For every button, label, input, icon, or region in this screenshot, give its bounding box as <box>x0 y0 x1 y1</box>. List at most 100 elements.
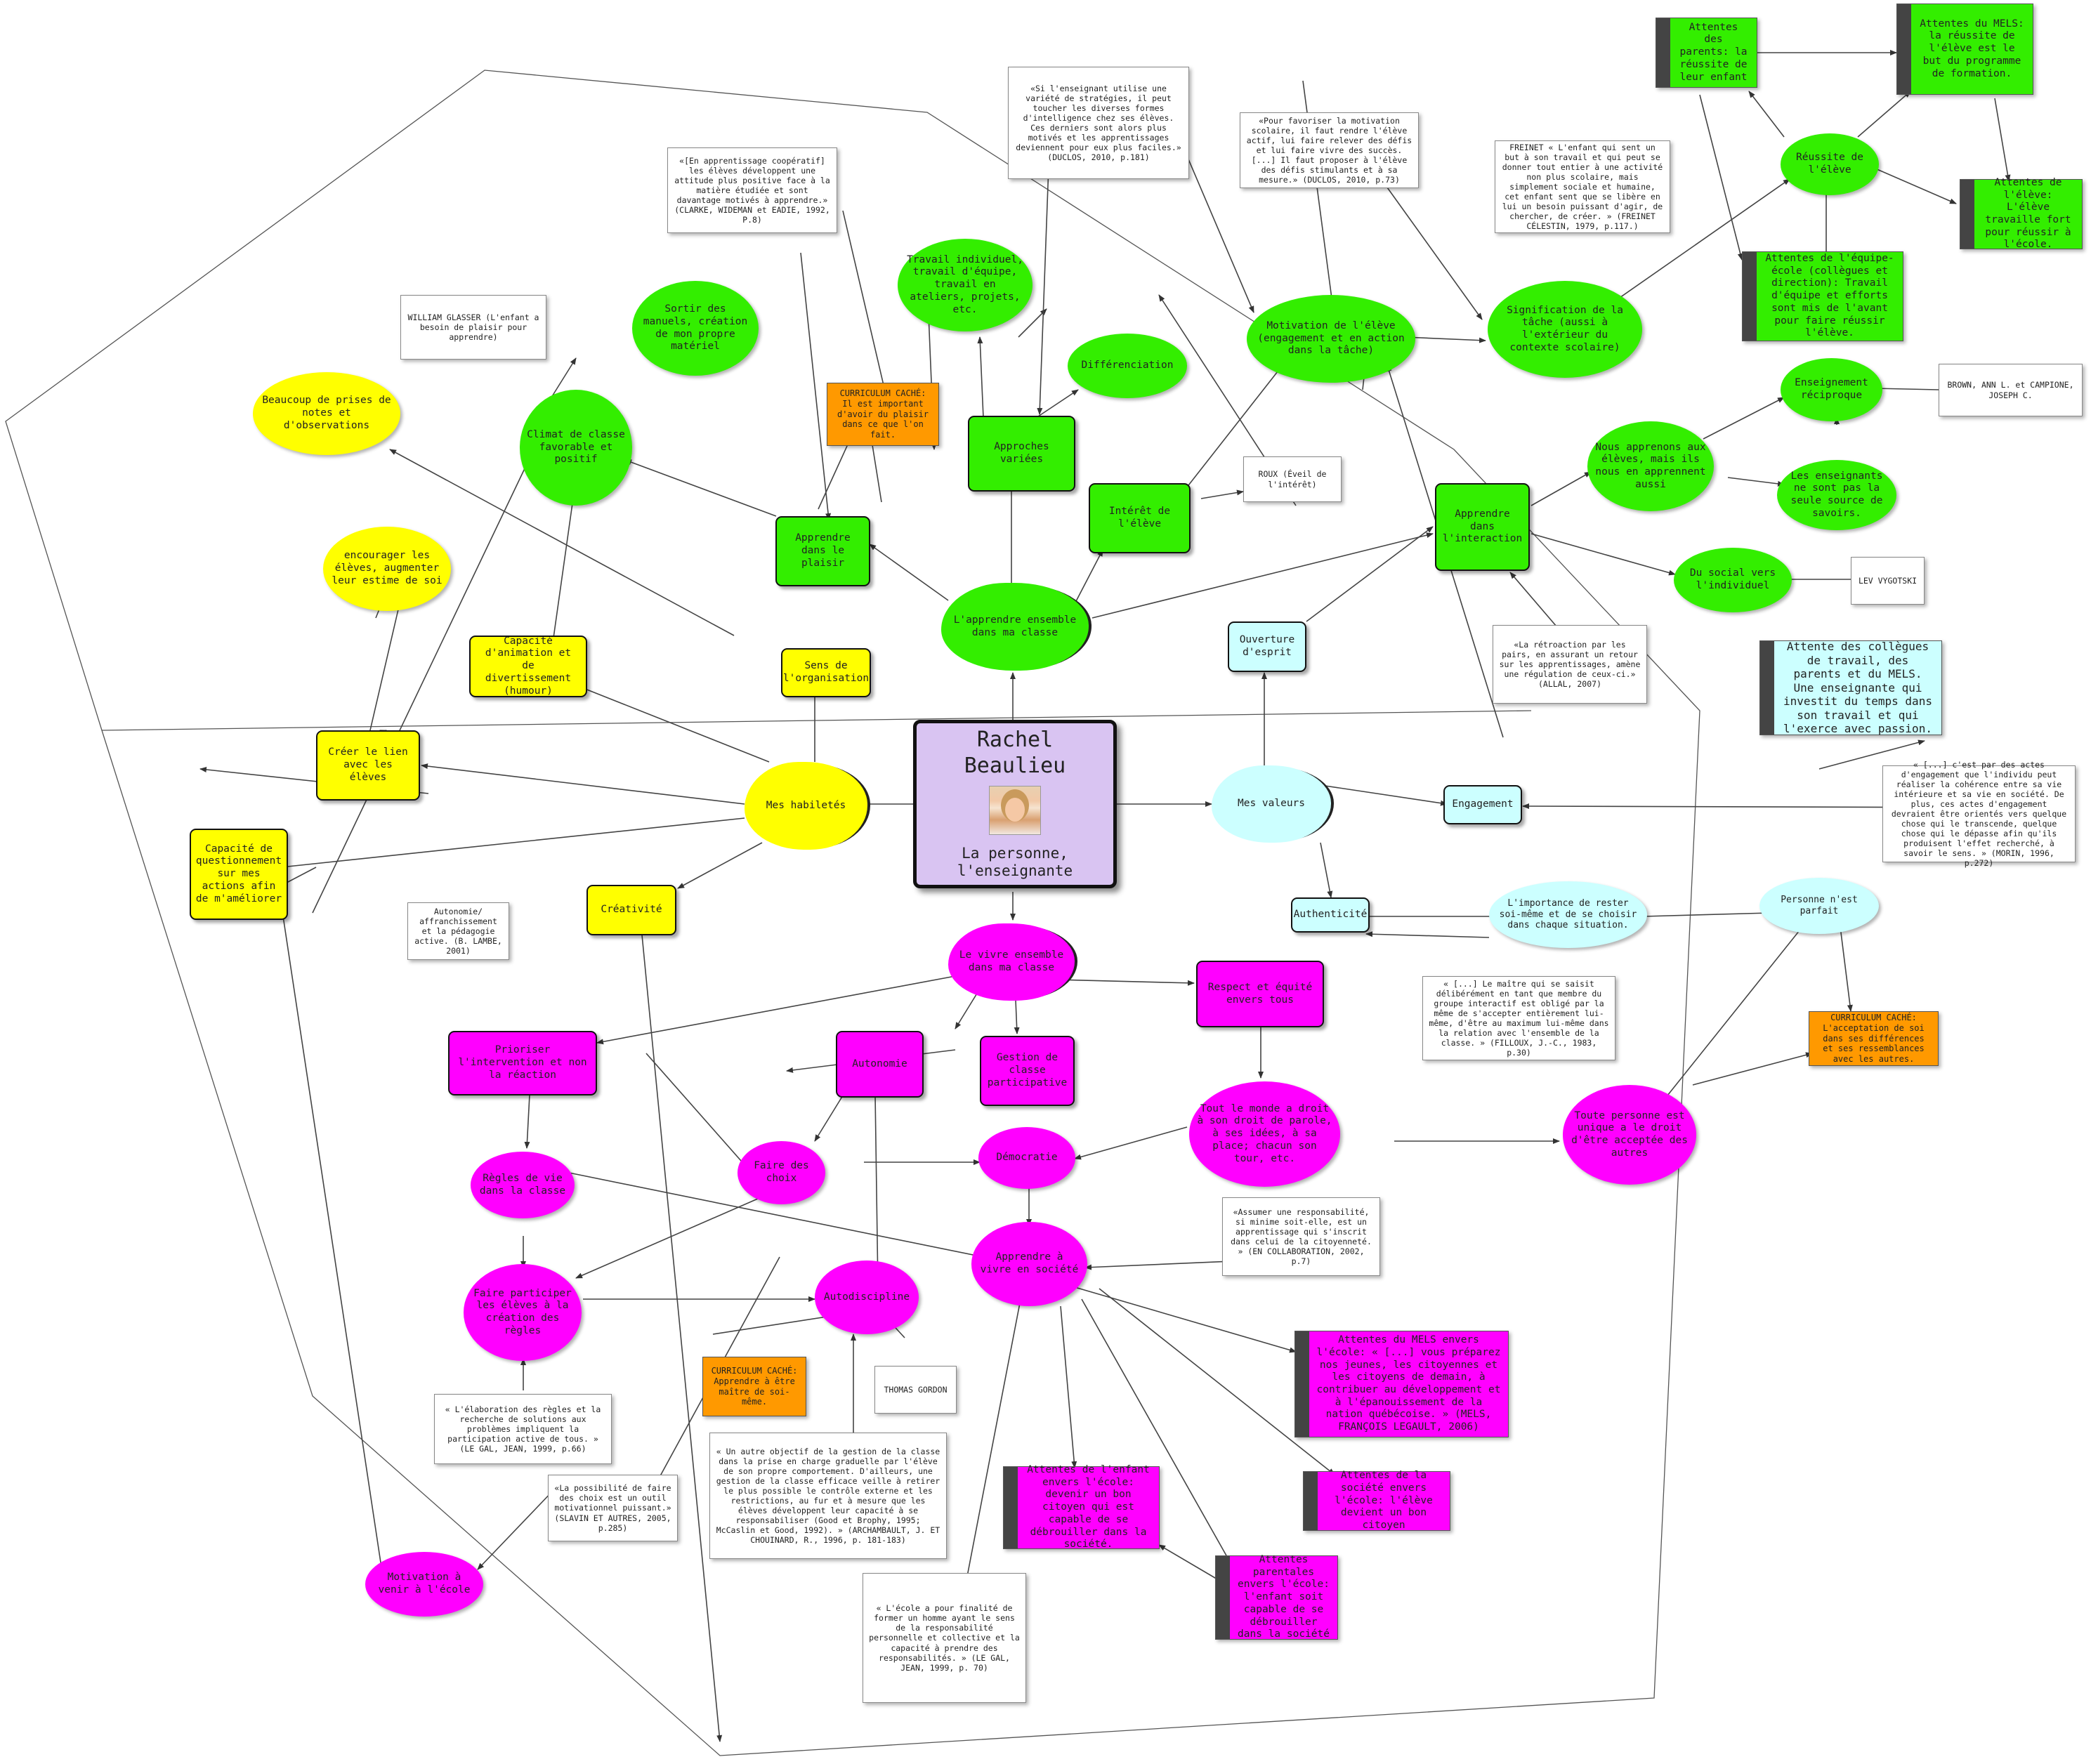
connector-line <box>677 842 763 889</box>
node-capacite-questionnement[interactable]: Capacité de questionnement sur mes actio… <box>190 829 288 920</box>
connector-line <box>1158 1544 1219 1581</box>
connector-line <box>1081 1298 1237 1574</box>
node-personne-unique[interactable]: Toute personne est unique a le droit d'ê… <box>1563 1085 1696 1185</box>
node-nous-apprenons[interactable]: Nous apprenons aux élèves, mais ils nous… <box>1587 421 1714 511</box>
node-faire-participer[interactable]: Faire participer les élèves à la créatio… <box>464 1264 582 1361</box>
cloud-mes-valeurs[interactable]: Mes valeurs <box>1212 765 1331 843</box>
note-brown-campione[interactable]: BROWN, ANN L. et CAMPIONE, JOSEPH C. <box>1939 364 2083 416</box>
cloud-vivre-ensemble[interactable]: Le vivre ensemble dans ma classe <box>948 923 1075 1001</box>
node-creativite[interactable]: Créativité <box>586 885 676 935</box>
central-subtitle: La personne, l'enseignante <box>957 844 1073 880</box>
connector-line <box>1306 782 1448 806</box>
node-prioriser-intervention[interactable]: Prioriser l'intervention et non la réact… <box>448 1031 597 1095</box>
node-travail-individuel[interactable]: Travail individuel, travail d'équipe, tr… <box>898 239 1033 331</box>
note-strategies-duclos[interactable]: «Si l'enseignant utilise une variété de … <box>1008 67 1189 179</box>
node-motivation-eleve[interactable]: Motivation de l'élève (engagement et en … <box>1247 295 1415 383</box>
node-encourager-eleves[interactable]: encourager les élèves, augmenter leur es… <box>323 527 451 611</box>
node-attentes-enfant[interactable]: Attentes de l'enfant envers l'école: dev… <box>1003 1464 1160 1550</box>
node-approches-variees[interactable]: Approches variées <box>968 416 1075 492</box>
node-interet-eleve[interactable]: Intérêt de l'élève <box>1089 483 1191 553</box>
connector-line <box>1404 336 1486 343</box>
note-actes-engagement[interactable]: « [...] c'est par des actes d'engagement… <box>1882 760 2076 868</box>
note-maitre-filloux[interactable]: « [...] Le maître qui se saisit délibéré… <box>1422 976 1615 1060</box>
node-signification-tache[interactable]: Signification de la tâche (aussi à l'ext… <box>1488 281 1642 378</box>
node-vivre-societe[interactable]: Apprendre à vivre en société <box>971 1222 1087 1306</box>
node-prises-notes[interactable]: Beaucoup de prises de notes et d'observa… <box>253 372 400 455</box>
node-attentes-mels-ecole[interactable]: Attentes du MELS envers l'école: « [...]… <box>1294 1331 1509 1437</box>
node-personne-parfait[interactable]: Personne n'est parfait <box>1759 878 1879 934</box>
node-regles-vie[interactable]: Règles de vie dans la classe <box>471 1152 575 1218</box>
portrait-photo-icon <box>989 786 1041 835</box>
node-attentes-parents[interactable]: Attentes des parents: la réussite de leu… <box>1656 18 1757 88</box>
note-apprentissage-cooperatif[interactable]: «[En apprentissage coopératif] les élève… <box>667 147 837 233</box>
node-gestion-classe[interactable]: Gestion de classe participative <box>980 1036 1075 1106</box>
node-engagement[interactable]: Engagement <box>1443 785 1522 824</box>
node-democratie[interactable]: Démocratie <box>978 1127 1075 1189</box>
node-motivation-ecole[interactable]: Motivation à venir à l'école <box>365 1552 483 1617</box>
note-william-glasser[interactable]: WILLIAM GLASSER (L'enfant a besoin de pl… <box>400 295 546 360</box>
node-capacite-animation[interactable]: Capacité d'animation et de divertissemen… <box>469 636 587 697</box>
note-elaboration-regles[interactable]: « L'élaboration des règles et la recherc… <box>434 1394 612 1464</box>
connector-line <box>1530 533 1676 576</box>
note-curriculum-cache-maitre[interactable]: CURRICULUM CACHÉ: Apprendre à être maîtr… <box>702 1357 806 1416</box>
node-creer-lien[interactable]: Créer le lien avec les élèves <box>316 730 420 801</box>
connector-line <box>1053 979 1195 986</box>
connector-line <box>1060 1305 1077 1468</box>
connector-line <box>568 1172 984 1259</box>
connector-line <box>1383 182 1483 320</box>
connector-line <box>1699 94 1743 261</box>
note-favoriser-motivation[interactable]: «Pour favoriser la motivation scolaire, … <box>1240 112 1419 188</box>
connector-line <box>1306 526 1434 622</box>
note-finalite-ecole[interactable]: « L'école a pour finalité de former un h… <box>863 1573 1026 1703</box>
note-lev-vygotski[interactable]: LEV VYGOTSKI <box>1851 557 1925 605</box>
cloud-mes-habiletes[interactable]: Mes habiletés <box>745 762 867 850</box>
node-attentes-eleve[interactable]: Attentes de l'élève: L'élève travaille f… <box>1960 177 2083 250</box>
node-importance-soi[interactable]: L'importance de rester soi-même et de se… <box>1489 881 1647 948</box>
note-thomas-gordon[interactable]: THOMAS GORDON <box>874 1366 957 1414</box>
note-curriculum-cache-acceptation[interactable]: CURRICULUM CACHÉ: L'acceptation de soi d… <box>1809 1011 1939 1066</box>
node-attentes-parentales[interactable]: Attentes parentales envers l'école: l'en… <box>1215 1554 1338 1640</box>
connector-line <box>596 975 956 1045</box>
connector-line <box>1703 397 1785 440</box>
node-attente-collegues[interactable]: Attente des collègues de travail, des pa… <box>1759 640 1942 735</box>
note-freinet[interactable]: FREINET « L'enfant qui sent un but à son… <box>1495 140 1670 233</box>
connector-line <box>389 449 735 636</box>
connector-line <box>421 763 745 805</box>
node-source-savoirs[interactable]: Les enseignants ne sont pas la seule sou… <box>1777 460 1896 530</box>
node-apprendre-interaction[interactable]: Apprendre dans l'interaction <box>1435 483 1530 571</box>
connector-line <box>280 817 745 870</box>
connector-line <box>1994 98 2011 182</box>
node-climat-classe[interactable]: Climat de classe favorable et positif <box>520 390 632 506</box>
node-authenticite[interactable]: Authenticité <box>1291 897 1370 933</box>
node-sortir-manuels[interactable]: Sortir des manuels, création de mon prop… <box>632 281 759 376</box>
node-sens-organisation[interactable]: Sens de l'organisation <box>781 648 871 697</box>
node-differenciation[interactable]: Différenciation <box>1068 334 1187 398</box>
node-autodiscipline[interactable]: Autodiscipline <box>815 1261 919 1334</box>
connector-line <box>1857 91 1911 138</box>
node-social-individuel[interactable]: Du social vers l'individuel <box>1674 548 1792 612</box>
node-attentes-mels[interactable]: Attentes du MELS: la réussite de l'élève… <box>1896 4 2033 95</box>
node-attentes-equipe-ecole[interactable]: Attentes de l'équipe-école (collègues et… <box>1742 251 1903 341</box>
node-faire-choix[interactable]: Faire des choix <box>738 1141 825 1204</box>
note-roux-interet[interactable]: ROUX (Éveil de l'intérêt) <box>1243 456 1342 502</box>
boundary-outline-1 <box>5 70 1700 1756</box>
node-autonomie[interactable]: Autonomie <box>836 1031 924 1098</box>
note-possibilite-choix[interactable]: «La possibilité de faire des choix est u… <box>548 1475 678 1541</box>
node-attentes-societe[interactable]: Attentes de la société envers l'école: l… <box>1303 1470 1450 1531</box>
connector-line <box>365 600 402 752</box>
node-reussite-eleve[interactable]: Réussite de l'élève <box>1781 133 1879 195</box>
node-respect-equite[interactable]: Respect et équité envers tous <box>1196 961 1324 1027</box>
cloud-apprendre-ensemble[interactable]: L'apprendre ensemble dans ma classe <box>941 583 1089 671</box>
note-retroaction-allal[interactable]: «La rétroaction par les pairs, en assura… <box>1493 625 1647 704</box>
connector-line <box>477 1488 556 1570</box>
node-ouverture-esprit[interactable]: Ouverture d'esprit <box>1228 621 1306 672</box>
note-curriculum-cache-plaisir[interactable]: CURRICULUM CACHÉ: Il est important d'avo… <box>827 383 939 446</box>
note-objectif-gestion-classe[interactable]: « Un autre objectif de la gestion de la … <box>709 1433 947 1559</box>
note-assumer-responsabilite[interactable]: «Assumer une responsabilité, si minime s… <box>1222 1197 1380 1276</box>
node-apprendre-plaisir[interactable]: Apprendre dans le plaisir <box>775 516 870 586</box>
central-topic[interactable]: Rachel Beaulieu La personne, l'enseignan… <box>913 720 1117 888</box>
node-tout-le-monde[interactable]: Tout le monde a droit à son droit de par… <box>1189 1081 1340 1187</box>
connector-line <box>814 1095 844 1142</box>
note-autonomie-lambe[interactable]: Autonomie/ affranchissement et la pédago… <box>407 902 509 960</box>
node-enseignement-reciproque[interactable]: Enseignement réciproque <box>1781 358 1882 421</box>
